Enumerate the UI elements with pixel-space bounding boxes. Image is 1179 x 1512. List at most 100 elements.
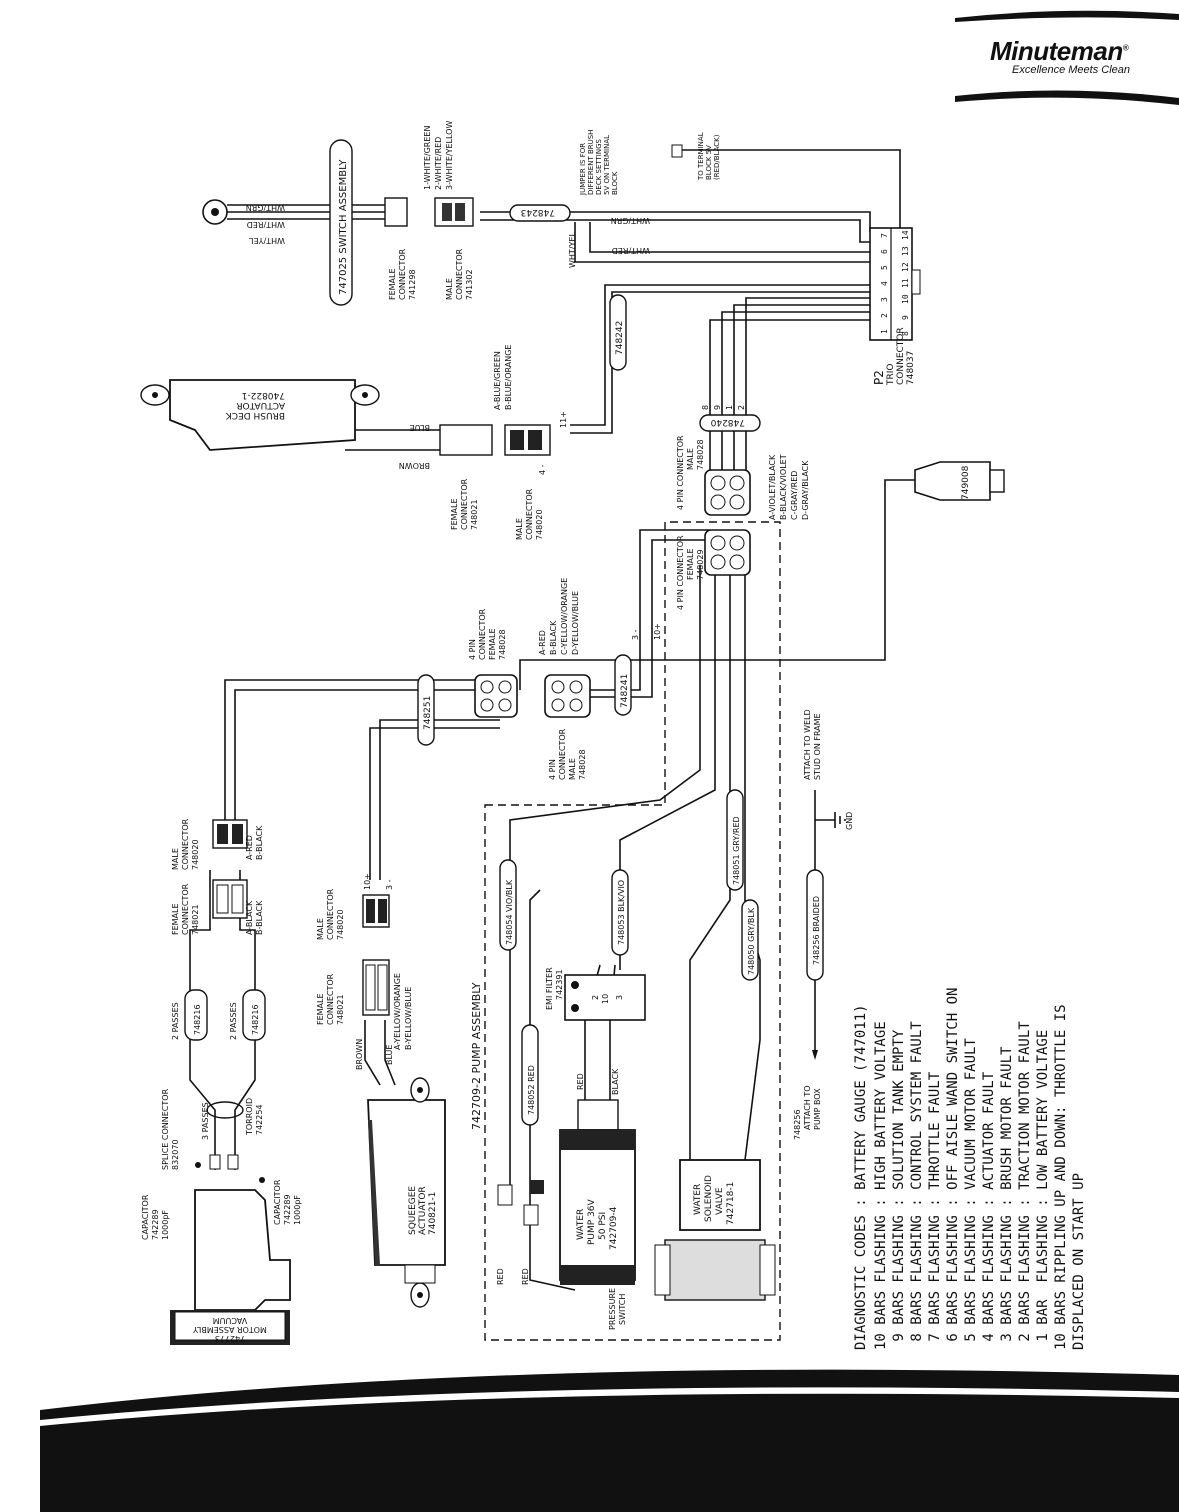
top-conn-num-1: 1: [725, 405, 734, 410]
mmid-label-2: CONNECTOR: [558, 728, 567, 780]
top-conn-pin-a: A-VIOLET/BLACK: [768, 454, 777, 520]
toroid-label-1: TORROID: [245, 1098, 254, 1136]
harness-748051: 748051 GRY/RED: [732, 816, 741, 885]
pump-wire-red-3: RED: [521, 1268, 530, 1285]
jumper-terminal-icon: [671, 144, 683, 158]
cap-left-1: CAPACITOR: [141, 1194, 150, 1240]
brush-wire-blue: BLUE: [410, 423, 430, 432]
passes-2: 2 PASSES: [229, 1002, 238, 1040]
harness-748243: 748243: [521, 207, 555, 217]
fmid-label-1: 4 PIN: [468, 639, 477, 660]
top-conn-num-8: 8: [701, 405, 710, 410]
mmid-label-3: MALE: [568, 758, 577, 780]
connector-748028-male-top: 748240 8 9 1 2 4 PIN CONNECTOR MALE 7480…: [676, 405, 810, 520]
sq-term-10: 10+: [363, 873, 372, 890]
p2-pin-6: 6: [880, 249, 889, 254]
toroid-label-2: 742254: [255, 1104, 264, 1135]
solenoid-valve: [679, 1159, 761, 1231]
vacuum-label-1: VACUUM: [213, 1316, 248, 1325]
diagnostic-codes: DIAGNOSTIC CODES : BATTERY GAUGE (747011…: [853, 988, 1087, 1350]
sq-actuator-label-2: ACTUATOR: [418, 1186, 428, 1235]
jumper-terminal-1: TO TERMINAL: [697, 132, 705, 181]
fmid-pin-c: C-YELLOW/ORANGE: [560, 578, 569, 655]
emi-filter: [564, 974, 646, 1021]
pump-assembly-label: 742709-2 PUMP ASSEMBLY: [470, 982, 483, 1130]
ferrite-2-label: 748216: [251, 1004, 260, 1035]
jumper-terminal-3: (RED/BLACK): [713, 134, 721, 180]
vac-female-label-3: 748021: [191, 904, 200, 935]
splice-label-1: SPLICE CONNECTOR: [161, 1088, 170, 1170]
female-connector-741298: [384, 197, 408, 227]
diag-line-9: 2 BARS FLASHING : TRACTION MOTOR FAULT: [1017, 1021, 1033, 1350]
vac-male-label-3: 748020: [191, 839, 200, 870]
top-conn-num-9: 9: [713, 405, 722, 410]
f029-label-1: 4 PIN CONNECTOR: [676, 535, 685, 610]
top-conn-pin-c: C-GRAY/RED: [790, 471, 799, 520]
top-conn-label-3: 748028: [696, 439, 705, 470]
p2-trio-connector: 7 6 5 4 3 2 1 14 13 12 11 10 9 8 P2 TRIO…: [568, 216, 921, 386]
female-connector-label-3: 741298: [408, 269, 417, 300]
switch-wire-grn: WHT/GRN: [246, 203, 285, 212]
vacuum-motor: VACUUM MOTOR ASSEMBLY 742773: [170, 1189, 291, 1345]
sq-actuator-label-1: SQUEEGEE: [408, 1186, 418, 1235]
harness-748052: 748052 RED: [527, 1065, 536, 1115]
diag-line-5: 6 BARS FLASHING : OFF AISLE WAND SWITCH …: [945, 988, 961, 1350]
p2-pin-10: 10: [901, 294, 910, 304]
brush-actuator-label-2: ACTUATOR: [236, 400, 285, 410]
cap-left-3: 1000pF: [161, 1210, 170, 1240]
p2-pin-9: 9: [901, 315, 910, 320]
brand-name: Minuteman®: [990, 36, 1129, 66]
brush-actuator-label-3: 740822-1: [242, 390, 285, 400]
mmid-label-1: 4 PIN: [548, 759, 557, 780]
vac-male-pin-b: B-BLACK: [255, 825, 264, 860]
harness-748050: 748050 GRY/BLK: [747, 907, 756, 975]
harness-748251-pill: 748251: [417, 674, 435, 746]
pump-label-3: 50 PSI: [598, 1212, 608, 1240]
toroid-icon: [206, 1101, 244, 1119]
weld-label-1: ATTACH TO WELD: [803, 709, 812, 780]
vacuum-label-3: 742773: [215, 1334, 246, 1343]
switch-pin-1: 1-WHITE/GREEN: [423, 126, 432, 190]
vac-female-label-2: CONNECTOR: [181, 883, 190, 935]
male-connector-label-3: 741302: [465, 269, 474, 300]
brush-terminal-11: 11+: [559, 411, 568, 428]
p2-pin-11: 11: [901, 278, 910, 288]
pump-box-label-3: PUMP BOX: [813, 1088, 822, 1130]
brush-male-label-1: MALE: [515, 518, 524, 540]
brand-tagline: Excellence Meets Clean: [1012, 64, 1131, 76]
p2-wire-yel: WHT/YEL: [568, 232, 577, 268]
diag-line-10: 1 BAR FLASHING : LOW BATTERY VOLTAGE: [1035, 1030, 1051, 1350]
sq-female-label-1: FEMALE: [316, 993, 325, 1025]
connector-749008: 749008: [914, 461, 1005, 501]
p2-pin-7: 7: [880, 233, 889, 238]
weld-label-2: STUD ON FRAME: [813, 713, 822, 780]
vac-male-label-1: MALE: [171, 848, 180, 870]
top-conn-pin-d: D-GRAY/BLACK: [801, 460, 810, 520]
jumper-note-4: 5V ON TERMINAL: [603, 135, 611, 195]
sq-term-3: 3 -: [385, 879, 394, 890]
pump-wire-black: BLACK: [611, 1068, 620, 1095]
fmid-pin-d: D-YELLOW/BLUE: [571, 591, 580, 655]
top-conn-label-1: 4 PIN CONNECTOR: [676, 435, 685, 510]
sq-actuator-label-3: 740821-1: [428, 1192, 438, 1235]
connector-748028-female-mid: 4 PIN CONNECTOR FEMALE 748028 A-RED B-BL…: [468, 578, 580, 718]
gnd-label: GND: [845, 812, 854, 830]
switch-assembly: 747025 SWITCH ASSEMBLY WHT/GRN WHT/RED W…: [202, 121, 571, 306]
pressure-label-2: SWITCH: [618, 1294, 627, 1325]
p2-label-1: P2: [872, 370, 886, 385]
jumper-note-3: DECK SETTINGS: [595, 138, 603, 195]
solenoid-label-2: SOLENOID: [704, 1175, 714, 1222]
vac-female-pin-b: B-BLACK: [255, 900, 264, 935]
male-connector-label-1: MALE: [445, 278, 454, 300]
vac-female-pin-a: A-BLACK: [245, 900, 254, 935]
fmid-pin-b: B-BLACK: [549, 620, 558, 655]
passes-1: 2 PASSES: [171, 1002, 180, 1040]
harness-748054: 748054 VIO/BLK: [505, 879, 514, 945]
brush-wire-brown: BROWN: [399, 461, 430, 470]
vacuum-connectors: MALE CONNECTOR 748020 A-RED B-BLACK FEMA…: [141, 818, 302, 1240]
emi-label-1: EMI FILTER: [545, 967, 554, 1010]
switch-assembly-label: 747025 SWITCH ASSEMBLY: [338, 159, 349, 295]
pump-components: 748054 VIO/BLK 748052 RED 748053 BLK/VIO…: [496, 789, 776, 1330]
